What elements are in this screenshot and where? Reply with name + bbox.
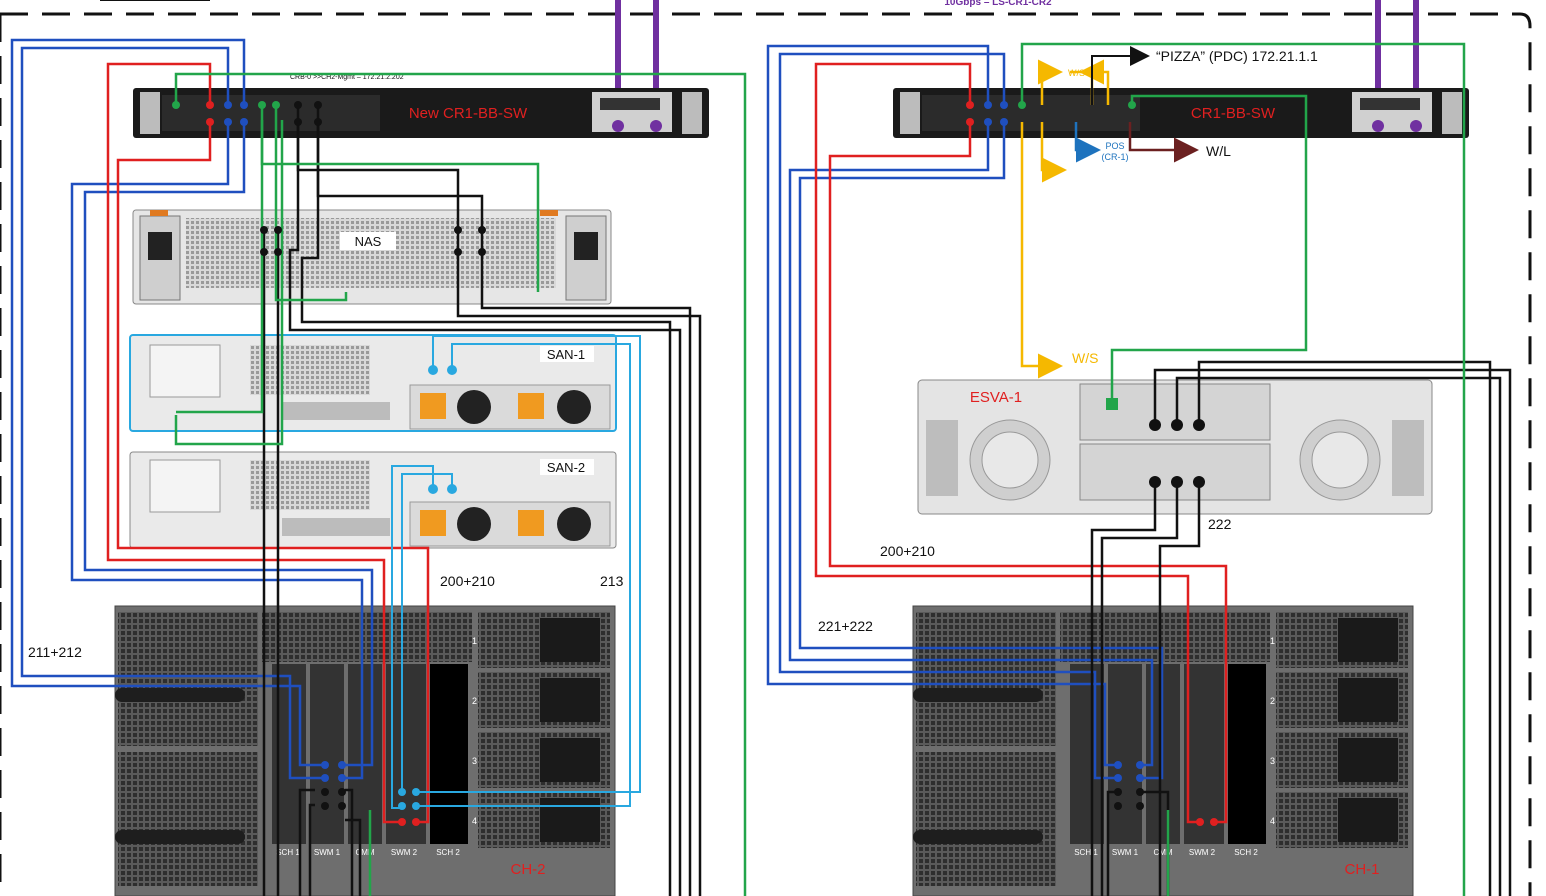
left-vlan-label-211-212: 211+212 (28, 644, 82, 660)
svg-text:SCH 1: SCH 1 (276, 848, 300, 857)
left-vlan-label-200-210: 200+210 (440, 573, 495, 589)
chassis-ch-2-label: CH-2 (510, 861, 545, 878)
san-1-label: SAN-1 (547, 347, 585, 362)
svg-text:SWM 2: SWM 2 (391, 848, 418, 857)
pos-sub-label: (CR-1) (1102, 152, 1129, 162)
right-port-dots (966, 101, 1422, 826)
left-black-cables (262, 105, 702, 896)
san-1-server (129, 334, 617, 432)
left-blue-cables (10, 38, 374, 780)
right-yellow-cables (1020, 59, 1110, 379)
svg-text:3: 3 (1270, 756, 1275, 766)
left-green-cables (174, 72, 747, 896)
right-chassis-bay-labels: SCH 1 SWM 1 CMM SWM 2 SCH 2 (1074, 848, 1258, 857)
left-mgmt-note: CRB-0 >>CH2-Mgmt – 172.21.2.202 (290, 74, 404, 81)
svg-text:SWM 1: SWM 1 (314, 848, 341, 857)
right-vlan-label-221-222: 221+222 (818, 618, 873, 634)
svg-text:2: 2 (472, 696, 477, 706)
pos-label: POS (1105, 141, 1124, 151)
svg-text:1: 1 (1270, 636, 1275, 646)
wl-arrow (1128, 122, 1199, 163)
left-psu-numbers: 1 2 3 4 (472, 636, 477, 826)
svg-text:SCH 2: SCH 2 (436, 848, 460, 857)
right-switch-label: CR1-BB-SW (1191, 105, 1276, 122)
left-vlan-label-213: 213 (600, 573, 624, 589)
svg-text:SCH 2: SCH 2 (1234, 848, 1258, 857)
svg-text:CMM: CMM (1153, 848, 1172, 857)
pizza-arrow (1091, 46, 1150, 105)
ws-label: W/S (1072, 350, 1098, 366)
chassis-ch-1-label: CH-1 (1344, 861, 1379, 878)
svg-text:CMM: CMM (355, 848, 374, 857)
esva-1-label: ESVA-1 (970, 389, 1022, 406)
right-blue-cables (766, 44, 1164, 780)
nas-server (132, 209, 612, 305)
svg-text:2: 2 (1270, 696, 1275, 706)
right-black-cables (1090, 360, 1512, 896)
left-switch-label: New CR1-BB-SW (409, 105, 528, 122)
left-light-blue-cables (391, 335, 641, 809)
svg-text:SWM 2: SWM 2 (1189, 848, 1216, 857)
right-green-cables (1020, 42, 1466, 896)
top-link-label: 10Gbps – LS-CR1-CR2 (944, 0, 1052, 8)
svg-text:SWM 1: SWM 1 (1112, 848, 1139, 857)
left-chassis-bay-labels: SCH 1 SWM 1 CMM SWM 2 SCH 2 (276, 848, 460, 857)
left-port-dots (172, 101, 662, 826)
svg-text:4: 4 (472, 816, 477, 826)
pizza-label: “PIZZA” (PDC) 172.21.1.1 (1156, 48, 1318, 64)
ws-top-label: W/S (1068, 68, 1085, 78)
right-psu-numbers: 1 2 3 4 (1270, 636, 1275, 826)
svg-text:1: 1 (472, 636, 477, 646)
nas-label: NAS (355, 234, 382, 249)
svg-text:4: 4 (1270, 816, 1275, 826)
san-2-server (129, 451, 617, 549)
rack-boundary-dashed (0, 12, 1532, 896)
san-2-label: SAN-2 (547, 460, 585, 475)
esva-vlan-label: 222 (1208, 516, 1232, 532)
right-red-cables (814, 62, 1228, 824)
left-red-cables (106, 62, 430, 824)
right-vlan-label-200-210: 200+210 (880, 543, 935, 559)
right-switch (893, 88, 1469, 138)
pos-arrow (1074, 122, 1101, 163)
svg-text:3: 3 (472, 756, 477, 766)
wl-label: W/L (1206, 143, 1231, 159)
svg-text:SCH 1: SCH 1 (1074, 848, 1098, 857)
